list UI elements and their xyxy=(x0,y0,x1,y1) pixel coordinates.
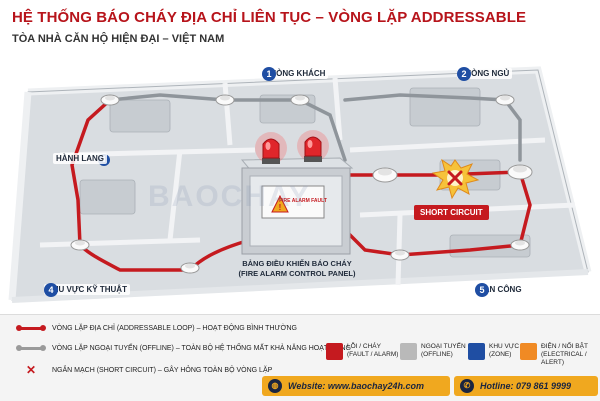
control-panel: ! FIRE ALARM FAULT xyxy=(240,130,354,255)
outer-wall-left xyxy=(8,91,32,301)
smoke-detectors xyxy=(70,94,533,274)
room-label-text: KHU VỰC KỸ THUẬT xyxy=(44,284,130,295)
panel-caption-line2: (FIRE ALARM CONTROL PANEL) xyxy=(238,269,356,278)
website-text: Website: www.baochay24h.com xyxy=(288,381,425,391)
swatch-sublabel: (FAULT / ALARM) xyxy=(347,351,399,358)
gray-line-icon xyxy=(16,345,46,351)
zone-number-badge: 1 xyxy=(262,66,276,81)
legend-text: NGẮN MẠCH (SHORT CIRCUIT) – GÂY HỎNG TOÀ… xyxy=(52,366,273,374)
zone-number-badge: 2 xyxy=(457,66,471,81)
room-label-bedroom: 2 PHÒNG NGỦ xyxy=(457,66,513,81)
room-label-balcony: 5 BAN CÔNG xyxy=(475,282,525,297)
watermark: BAOCHAY xyxy=(148,180,311,213)
legend-swatch-fault: LỖI / CHÁY(FAULT / ALARM) xyxy=(326,343,398,360)
swatch-label: ĐIỆN / NỔI BẬT xyxy=(541,343,588,350)
red-x-icon: ✕ xyxy=(25,363,37,377)
room-label-text: BAN CÔNG xyxy=(475,284,525,295)
short-circuit-label: SHORT CIRCUIT xyxy=(414,205,489,220)
globe-icon: ◍ xyxy=(268,379,282,393)
outer-wall-front xyxy=(11,269,589,303)
page-title: HỆ THỐNG BÁO CHÁY ĐỊA CHỈ LIÊN TỤC – VÒN… xyxy=(12,9,527,26)
panel-caption: BẢNG ĐIỀU KHIỂN BÁO CHÁY (FIRE ALARM CON… xyxy=(226,259,368,279)
swatch-sublabel: (ZONE) xyxy=(489,351,512,358)
swatch-label: KHU VỰC xyxy=(489,343,520,350)
fault-swatch xyxy=(326,343,343,360)
room-label-hallway: HÀNH LANG xyxy=(53,153,107,164)
swatch-sublabel: (ELECTRICAL / ALERT) xyxy=(541,351,587,366)
website-link[interactable]: ◍ Website: www.baochay24h.com xyxy=(262,376,450,396)
zone-swatch xyxy=(468,343,485,360)
panel-caption-line1: BẢNG ĐIỀU KHIỂN BÁO CHÁY xyxy=(242,259,352,268)
legend-item-loop-normal: VÒNG LẶP ĐỊA CHỈ (ADDRESSABLE LOOP) – HO… xyxy=(16,325,297,332)
swatch-label: NGOẠI TUYẾN xyxy=(421,343,466,350)
panel-screen-text: FIRE ALARM FAULT xyxy=(279,198,327,204)
legend-swatch-zone: KHU VỰC(ZONE) xyxy=(468,343,519,360)
legend-item-loop-offline: VÒNG LẶP NGOẠI TUYẾN (OFFLINE) – TOÀN BỘ… xyxy=(16,345,351,352)
legend-text: VÒNG LẶP NGOẠI TUYẾN (OFFLINE) – TOÀN BỘ… xyxy=(52,345,351,352)
electrical-swatch xyxy=(520,343,537,360)
loop-gray xyxy=(108,93,522,162)
red-line-icon xyxy=(16,325,46,331)
offline-swatch xyxy=(400,343,417,360)
legend-item-short-circuit: ✕ NGẮN MẠCH (SHORT CIRCUIT) – GÂY HỎNG T… xyxy=(18,363,273,377)
room-label-technical: 4 KHU VỰC KỸ THUẬT xyxy=(44,282,130,297)
room-label-text: PHÒNG KHÁCH xyxy=(262,68,329,79)
floor-plan: ! FIRE ALARM FAULT xyxy=(8,66,592,303)
alarm-beacon-icon xyxy=(297,130,329,162)
room-label-text: HÀNH LANG xyxy=(53,153,107,164)
legend-text: VÒNG LẶP ĐỊA CHỈ (ADDRESSABLE LOOP) – HO… xyxy=(52,325,297,332)
legend-swatch-offline: NGOẠI TUYẾN(OFFLINE) xyxy=(400,343,466,360)
short-circuit-burst-icon xyxy=(431,158,480,200)
hotline-text: Hotline: 079 861 9999 xyxy=(480,381,572,391)
zone-number-badge: 5 xyxy=(475,282,489,297)
room-label-living: 1 PHÒNG KHÁCH xyxy=(262,66,329,81)
hotline-link[interactable]: ✆ Hotline: 079 861 9999 xyxy=(454,376,598,396)
zone-number-badge: 4 xyxy=(44,282,58,297)
swatch-label: LỖI / CHÁY xyxy=(347,343,381,350)
legend-swatch-electrical: ĐIỆN / NỔI BẬT(ELECTRICAL / ALERT) xyxy=(520,343,600,367)
page-subtitle: TÒA NHÀ CĂN HỘ HIỆN ĐẠI – VIỆT NAM xyxy=(12,33,225,45)
phone-icon: ✆ xyxy=(460,379,474,393)
swatch-sublabel: (OFFLINE) xyxy=(421,351,453,358)
svg-text:!: ! xyxy=(279,203,282,212)
alarm-beacon-icon xyxy=(255,132,287,164)
room-label-text: PHÒNG NGỦ xyxy=(457,68,513,79)
